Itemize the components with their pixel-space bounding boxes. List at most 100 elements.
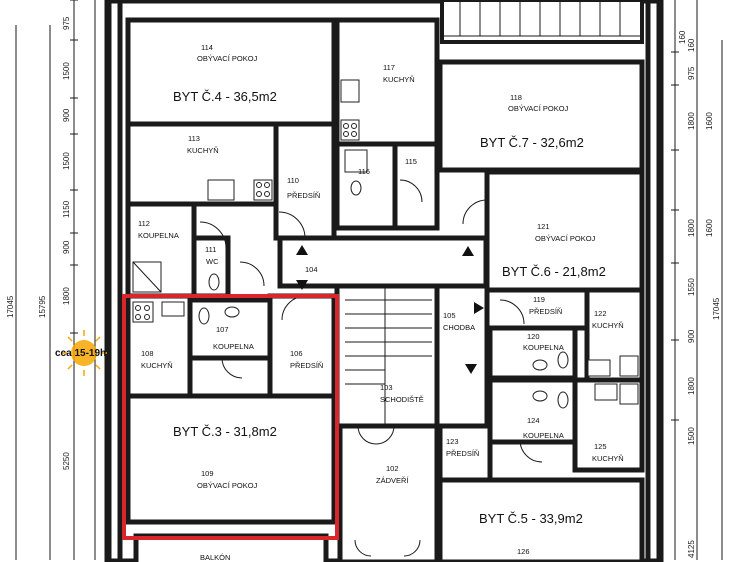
top-stair-area: [440, 0, 644, 44]
svg-text:119: 119: [533, 295, 545, 304]
svg-text:PŘEDSÍŇ: PŘEDSÍŇ: [446, 449, 479, 458]
svg-text:120: 120: [527, 332, 540, 341]
arrow-down-icon: [296, 280, 308, 290]
dim-right-6: 900: [687, 329, 696, 343]
byt3-title: BYT Č.3 - 31,8m2: [173, 424, 277, 439]
room-110: [273, 121, 337, 241]
svg-text:124: 124: [527, 416, 540, 425]
room-113: [125, 121, 279, 207]
left-dimension-lines: [15, 0, 96, 560]
dim-left-total-b: 17045: [6, 295, 15, 318]
svg-text:116: 116: [358, 167, 370, 176]
svg-text:106: 106: [290, 349, 303, 358]
svg-text:113: 113: [188, 134, 200, 143]
svg-text:103: 103: [380, 383, 393, 392]
arrow-right-icon: [474, 302, 484, 314]
svg-text:118: 118: [510, 93, 522, 102]
stove-icon: [253, 179, 273, 201]
room-104: [277, 235, 489, 289]
dim-top-small: 160: [687, 38, 696, 52]
svg-text:102: 102: [386, 464, 399, 473]
svg-text:110: 110: [287, 176, 299, 185]
svg-text:KUCHYŇ: KUCHYŇ: [187, 146, 219, 155]
dim-right-2: 975: [687, 66, 696, 80]
svg-text:115: 115: [405, 157, 417, 166]
svg-text:KOUPELNA: KOUPELNA: [523, 343, 564, 352]
room-106: [267, 293, 337, 399]
svg-text:OBÝVACÍ POKOJ: OBÝVACÍ POKOJ: [197, 54, 258, 63]
svg-text:111: 111: [205, 245, 216, 254]
svg-text:117: 117: [383, 63, 395, 72]
dim-right-4: 1800: [687, 219, 696, 237]
room-115: [392, 141, 440, 231]
svg-text:WC: WC: [206, 257, 219, 266]
dim-right-5: 1550: [687, 278, 696, 296]
svg-text:OBÝVACÍ POKOJ: OBÝVACÍ POKOJ: [535, 234, 596, 243]
svg-text:KUCHYŇ: KUCHYŇ: [592, 321, 624, 330]
svg-text:112: 112: [138, 219, 150, 228]
svg-text:KOUPELNA: KOUPELNA: [523, 431, 564, 440]
svg-text:KUCHYŇ: KUCHYŇ: [141, 361, 173, 370]
dim-right-outer-1: 1600: [705, 112, 714, 130]
room-118: [437, 59, 645, 173]
arrow-up-icon: [462, 246, 474, 256]
svg-text:CHODBA: CHODBA: [443, 323, 475, 332]
dim-left-7: 1800: [62, 287, 71, 305]
dim-right-7: 1800: [687, 377, 696, 395]
dim-left-1: 975: [62, 16, 71, 30]
svg-text:108: 108: [141, 349, 154, 358]
svg-text:PŘEDSÍŇ: PŘEDSÍŇ: [287, 191, 320, 200]
dim-right-total: 17045: [712, 297, 721, 320]
room-121: [484, 169, 645, 293]
svg-text:104: 104: [305, 265, 318, 274]
byt3-highlight: [122, 294, 339, 540]
svg-text:KOUPELNA: KOUPELNA: [138, 231, 179, 240]
svg-text:SCHODIŠTĚ: SCHODIŠTĚ: [380, 395, 424, 404]
building-walls: [104, 0, 664, 562]
right-dimension-lines: [671, 0, 723, 560]
dim-left-4: 1500: [62, 152, 71, 170]
sink-icon: [207, 179, 235, 201]
dim-right-outer-2: 1600: [705, 219, 714, 237]
svg-text:PŘEDSÍŇ: PŘEDSÍŇ: [529, 307, 562, 316]
svg-text:KUCHYŇ: KUCHYŇ: [383, 75, 415, 84]
svg-text:107: 107: [216, 325, 229, 334]
svg-text:OBÝVACÍ POKOJ: OBÝVACÍ POKOJ: [508, 104, 569, 113]
dim-left-3: 900: [62, 108, 71, 122]
dim-left-2: 1500: [62, 62, 71, 80]
room-126: [437, 477, 645, 562]
byt6-title: BYT Č.6 - 21,8m2: [502, 264, 606, 279]
arrow-up-icon: [296, 245, 308, 255]
dim-left-5: 1150: [62, 200, 71, 218]
stove-icon: [340, 119, 360, 141]
left-dimension-texts: 975 1500 900 1500 1150 900 1800 5250 157…: [6, 16, 71, 470]
svg-text:BALKÓN: BALKÓN: [200, 553, 230, 562]
rooms: [125, 17, 645, 562]
sun-note: cca 15-19h: [55, 348, 106, 359]
byt4-title: BYT Č.4 - 36,5m2: [173, 89, 277, 104]
svg-text:KOUPELNA: KOUPELNA: [213, 342, 254, 351]
room-labels: 114 OBÝVACÍ POKOJ 113 KUCHYŇ 117 KUCHYŇ …: [138, 43, 624, 562]
svg-text:ZÁDVEŘÍ: ZÁDVEŘÍ: [376, 476, 409, 485]
svg-text:109: 109: [201, 469, 214, 478]
dim-left-6: 900: [62, 240, 71, 254]
svg-text:114: 114: [201, 43, 213, 52]
dim-right-8: 1500: [687, 427, 696, 445]
svg-text:122: 122: [594, 309, 607, 318]
stove-icon: [619, 355, 639, 377]
fixtures: [132, 79, 639, 409]
svg-text:105: 105: [443, 311, 456, 320]
right-dimension-texts: 160 160 975 1800 1800 1550 900 1800 1500…: [678, 30, 721, 558]
stair-treads: [345, 286, 432, 426]
arrow-down-icon: [465, 364, 477, 374]
dim-left-8: 5250: [62, 452, 71, 470]
stove-icon: [619, 383, 639, 405]
apartment-titles: BYT Č.4 - 36,5m2 BYT Č.7 - 32,6m2 BYT Č.…: [173, 89, 606, 526]
svg-text:KUCHYŇ: KUCHYŇ: [592, 454, 624, 463]
shower-icon: [344, 149, 368, 173]
byt7-title: BYT Č.7 - 32,6m2: [480, 135, 584, 150]
dim-right-1: 160: [678, 30, 687, 44]
svg-text:OBÝVACÍ POKOJ: OBÝVACÍ POKOJ: [197, 481, 258, 490]
svg-text:121: 121: [537, 222, 550, 231]
